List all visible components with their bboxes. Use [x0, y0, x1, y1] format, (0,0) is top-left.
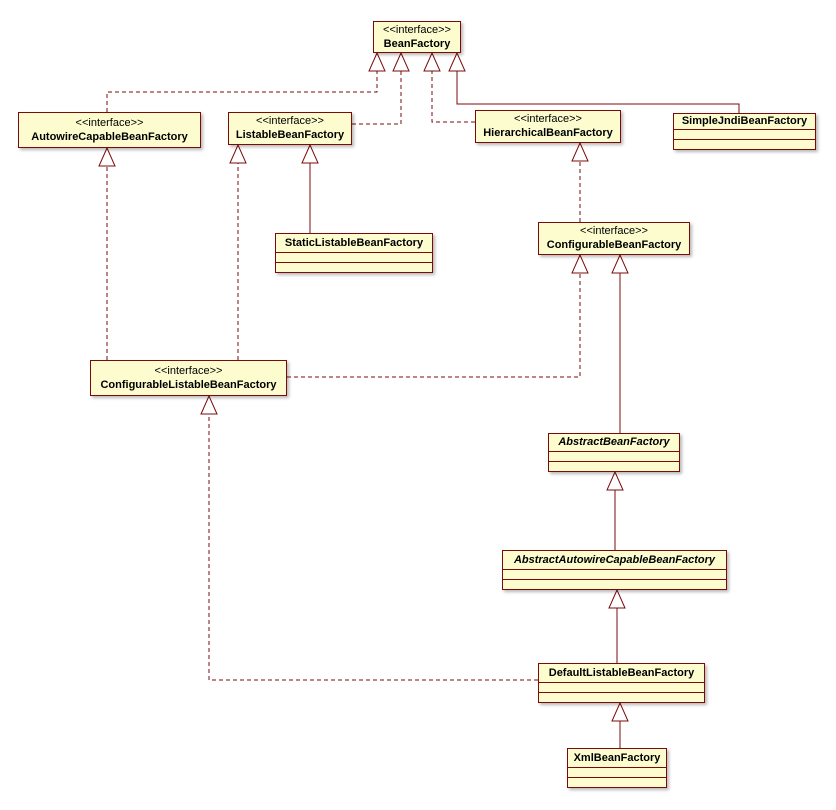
arrowhead-icon — [392, 51, 410, 72]
edge-hierarchical-extends-beanfactory[interactable] — [431, 70, 475, 123]
class-name: BeanFactory — [383, 37, 451, 50]
stereotype-label: <<interface>> — [514, 113, 582, 125]
attributes-compartment — [549, 451, 679, 461]
edge-autowirecapable-extends-beanfactory[interactable] — [106, 70, 378, 112]
class-name: XmlBeanFactory — [573, 751, 661, 764]
methods-compartment — [539, 692, 704, 702]
arrowhead-icon — [368, 51, 386, 72]
class-name: ListableBeanFactory — [235, 129, 345, 141]
class-name: HierarchicalBeanFactory — [483, 127, 613, 139]
edge-simplejndi-implements-beanfactory[interactable] — [456, 70, 740, 113]
arrowhead-icon — [229, 143, 247, 164]
arrowhead-icon — [301, 143, 319, 164]
attributes-compartment — [276, 252, 432, 262]
class-name: AbstractBeanFactory — [558, 436, 670, 448]
stereotype-label: <<interface>> — [580, 225, 648, 237]
attributes-compartment — [568, 767, 666, 777]
uml-node-staticlistablebeanfactory[interactable]: StaticListableBeanFactory — [275, 233, 433, 273]
class-name: ConfigurableBeanFactory — [546, 239, 682, 251]
methods-compartment — [674, 139, 815, 149]
uml-node-abstractautowirecapablebeanfactory[interactable]: AbstractAutowireCapableBeanFactory — [502, 550, 727, 590]
class-name: AbstractAutowireCapableBeanFactory — [513, 553, 716, 566]
class-name: AutowireCapableBeanFactory — [31, 130, 188, 143]
class-name: SimpleJndiBeanFactory — [681, 115, 808, 127]
class-name: ConfigurableListableBeanFactory — [100, 378, 277, 391]
uml-node-beanfactory[interactable]: <<interface>> BeanFactory — [373, 21, 461, 53]
arrowhead-icon — [571, 141, 589, 162]
uml-node-configurablebeanfactory[interactable]: <<interface>> ConfigurableBeanFactory — [538, 222, 690, 255]
arrowhead-icon — [98, 146, 116, 167]
arrowhead-icon — [608, 588, 626, 609]
methods-compartment — [276, 262, 432, 272]
stereotype-label: <<interface>> — [383, 23, 451, 36]
edge-defaultlistable-implements-configlistable[interactable] — [208, 413, 538, 681]
class-name: DefaultListableBeanFactory — [548, 666, 695, 679]
uml-node-configurablelistablebeanfactory[interactable]: <<interface>> ConfigurableListableBeanFa… — [90, 360, 287, 396]
attributes-compartment — [674, 129, 815, 139]
arrowhead-icon — [611, 701, 629, 722]
uml-node-xmlbeanfactory[interactable]: XmlBeanFactory — [567, 748, 667, 788]
uml-node-abstractbeanfactory[interactable]: AbstractBeanFactory — [548, 433, 680, 472]
arrowhead-icon — [571, 253, 589, 274]
stereotype-label: <<interface>> — [256, 115, 324, 127]
attributes-compartment — [539, 682, 704, 692]
class-name: StaticListableBeanFactory — [284, 236, 424, 249]
arrowhead-icon — [611, 253, 629, 274]
stereotype-label: <<interface>> — [75, 116, 144, 129]
uml-node-autowirecapablebeanfactory[interactable]: <<interface>> AutowireCapableBeanFactory — [18, 112, 201, 148]
uml-node-listablebeanfactory[interactable]: <<interface>> ListableBeanFactory — [228, 112, 352, 145]
arrowhead-icon — [606, 470, 624, 491]
arrowhead-icon — [200, 394, 218, 415]
arrowhead-icon — [423, 51, 441, 72]
methods-compartment — [568, 777, 666, 787]
methods-compartment — [549, 461, 679, 471]
edge-configlistable-extends-configurable[interactable] — [287, 272, 581, 378]
uml-node-simplejndibeanfactory[interactable]: SimpleJndiBeanFactory — [673, 113, 816, 150]
methods-compartment — [503, 579, 726, 589]
edge-listable-extends-beanfactory[interactable] — [352, 70, 402, 125]
uml-node-hierarchicalbeanfactory[interactable]: <<interface>> HierarchicalBeanFactory — [475, 110, 621, 143]
arrowhead-icon — [448, 51, 466, 72]
attributes-compartment — [503, 569, 726, 579]
uml-node-defaultlistablebeanfactory[interactable]: DefaultListableBeanFactory — [538, 663, 705, 703]
stereotype-label: <<interface>> — [154, 364, 223, 377]
